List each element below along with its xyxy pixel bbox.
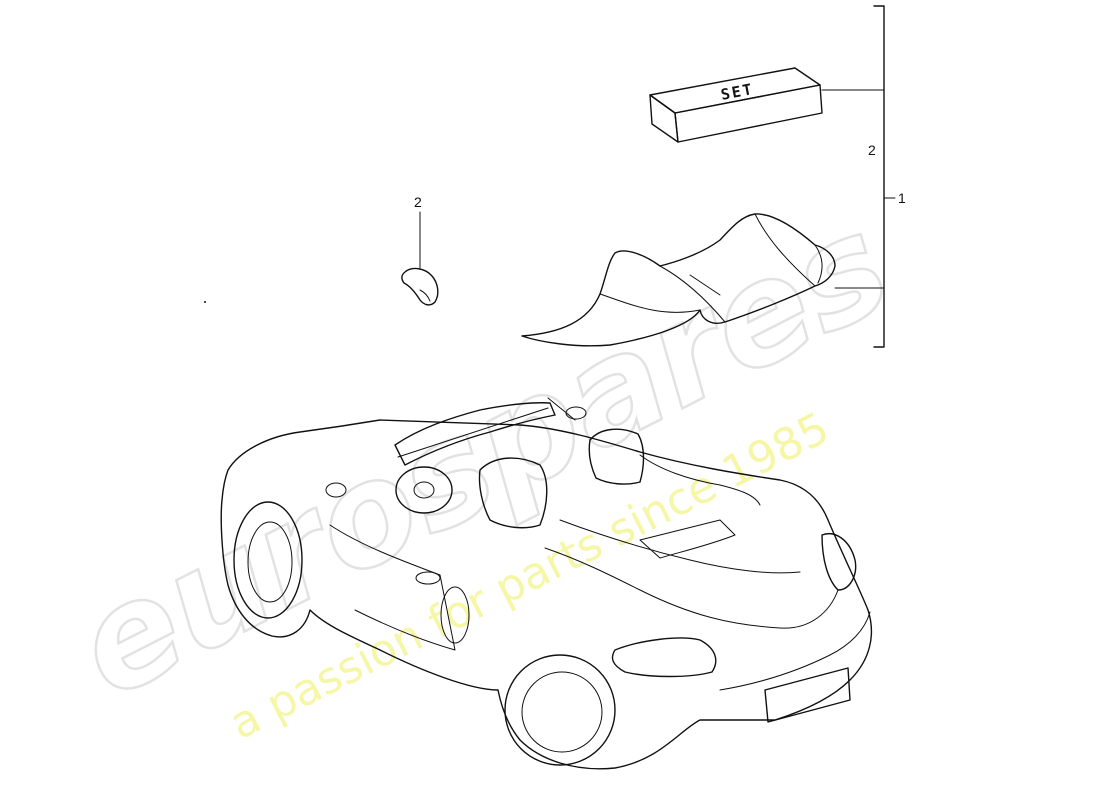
car-body-outline	[220, 419, 873, 770]
kit-bracket: 2 1	[821, 5, 906, 348]
car-front-wheel	[504, 654, 616, 766]
car-passenger-seat	[588, 428, 645, 485]
bracket-line	[873, 5, 885, 348]
car-rear-rim	[247, 521, 293, 603]
clip-part[interactable]: 2	[401, 194, 439, 306]
convertible-car	[220, 397, 873, 770]
clip-part-number: 2	[414, 194, 422, 210]
car-door-line	[329, 524, 456, 651]
car-windshield-frame	[397, 407, 549, 458]
car-driver-seat	[478, 457, 548, 529]
clip-detail	[419, 289, 431, 302]
car-side-mirror-right	[565, 406, 587, 420]
cover-outline	[521, 213, 836, 347]
car-rear-wheel	[233, 501, 303, 619]
kit-bracket-number: 2	[868, 142, 876, 158]
car-license-plate	[764, 667, 851, 723]
car-steering-hub	[413, 481, 435, 499]
cover-end-cap	[814, 244, 823, 284]
car-door-handle	[415, 571, 441, 585]
car-rear-deck	[639, 454, 761, 506]
tonneau-cover[interactable]	[521, 213, 836, 347]
car-front-bumper	[719, 611, 871, 691]
car-windshield-post	[547, 397, 576, 421]
set-box-front	[674, 84, 823, 143]
clip-body	[401, 267, 439, 306]
car-side-mirror-left	[325, 482, 347, 498]
cover-seam-3	[689, 274, 721, 296]
cover-seam-1	[659, 265, 726, 323]
watermark: eurospares a passion for parts since 198…	[50, 182, 915, 750]
car-side-intake	[440, 586, 470, 644]
cover-seam-2	[754, 213, 816, 287]
cover-fold-line	[599, 293, 701, 313]
set-box[interactable]: SET	[649, 67, 823, 143]
car-windshield	[394, 402, 556, 466]
car-rear-vent	[639, 519, 736, 559]
car-hood-line	[544, 547, 839, 629]
stray-mark	[204, 301, 206, 303]
car-hood-crease	[559, 519, 801, 574]
car-steering-wheel	[395, 466, 453, 514]
sub-item-number: 1	[898, 190, 906, 206]
set-box-left-side	[649, 94, 679, 143]
car-headlight-right	[821, 533, 857, 591]
set-box-label: SET	[719, 80, 755, 104]
car-front-rim	[521, 671, 603, 753]
car-headlight-left	[611, 637, 717, 678]
